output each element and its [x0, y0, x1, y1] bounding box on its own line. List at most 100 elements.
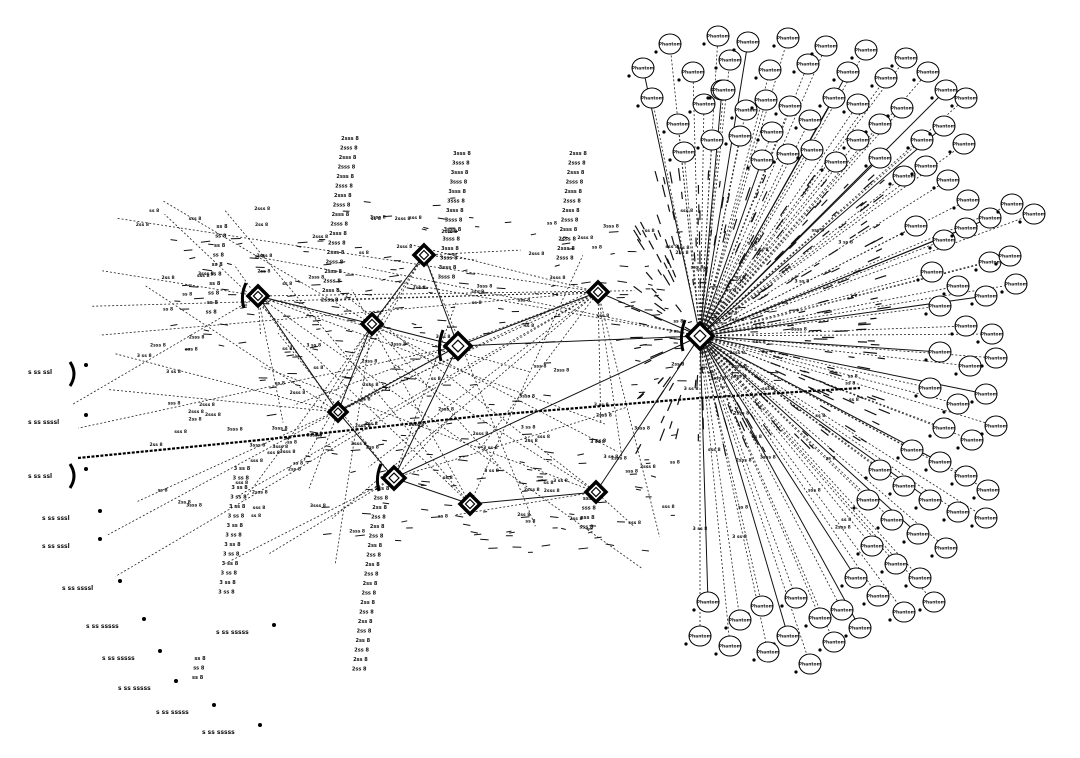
column-label: 3 ss 8: [231, 485, 248, 491]
node-dot: [842, 146, 846, 150]
column-label: 2sss 8: [324, 269, 342, 275]
edge-tick: [633, 229, 642, 242]
edge-label: 2sss 8: [395, 216, 411, 222]
edge-line: [699, 335, 843, 611]
edge-tick: [838, 222, 847, 229]
node-dot: [818, 104, 822, 108]
column-label: 2ss 8: [355, 638, 370, 644]
phantom-node: Phantom: [994, 245, 1022, 267]
edge-label: ss 8: [282, 281, 292, 287]
side-label: s ss sssl: [42, 543, 70, 550]
phantom-node: Phantom: [974, 207, 1002, 229]
edge-line: [699, 227, 967, 337]
column-label: 3 ss 8: [229, 504, 246, 510]
edge-tick: [653, 377, 659, 380]
phantom-node: Phantom: [890, 47, 918, 69]
edge-tick: [760, 395, 769, 403]
edge-label: 2sss 8: [733, 411, 749, 417]
edge-tick: [350, 449, 361, 452]
edge-label: 3sss 8: [272, 444, 288, 450]
edge-tick: [776, 229, 784, 239]
edge-line: [264, 257, 701, 337]
edge-line: [236, 291, 599, 498]
edge-tick: [734, 243, 741, 254]
phantom-node: Phantom: [724, 125, 752, 147]
edge-tick: [758, 293, 769, 301]
edge-tick: [483, 332, 492, 335]
edge-tick: [819, 404, 831, 413]
edge-label: sss 8: [665, 244, 678, 250]
phantom-label: Phantom: [1005, 282, 1028, 288]
phantom-node: Phantom: [714, 49, 742, 71]
edge-line: [699, 45, 827, 337]
column-label: 2ss 8: [361, 591, 376, 597]
edge-label: sss 8: [762, 386, 775, 392]
edge-tick: [292, 356, 303, 358]
node-dot: [714, 66, 718, 70]
column-label: 3sss 8: [448, 189, 466, 195]
edge-tick: [783, 328, 794, 331]
edge-tick: [875, 248, 883, 253]
edge-line: [699, 335, 821, 619]
node-dot: [794, 126, 798, 130]
edge-tick: [848, 356, 855, 359]
phantom-node: Phantom: [924, 451, 952, 473]
edge-tick: [518, 482, 527, 485]
edge-label: 2sss 8: [188, 409, 204, 415]
edge-tick: [778, 352, 789, 356]
edge-tick: [383, 215, 393, 218]
column-label: 2sss 8: [332, 212, 350, 218]
edge-line: [407, 243, 599, 293]
edge-tick: [395, 280, 403, 283]
edge-line: [699, 335, 789, 637]
edge-tick: [421, 228, 427, 231]
edge-tick: [877, 306, 892, 310]
phantom-node: Phantom: [912, 61, 940, 83]
phantom-label: Phantom: [953, 142, 976, 148]
phantom-node: Phantom: [930, 537, 958, 559]
edge-tick: [867, 256, 881, 263]
phantom-label: Phantom: [947, 510, 970, 516]
edge-tick: [760, 350, 768, 354]
node-dot: [876, 526, 880, 530]
edge-label: sss 8: [680, 208, 693, 214]
edge-tick: [521, 490, 528, 492]
edge-tick: [344, 296, 351, 299]
phantom-node: Phantom: [886, 97, 914, 119]
edge-label: 2ss 8: [188, 417, 201, 423]
edge-tick: [745, 187, 751, 201]
node-dot: [904, 584, 908, 588]
edge-tick: [608, 231, 619, 233]
edge-tick: [857, 395, 864, 400]
edge-tick: [720, 326, 731, 331]
column-label: 2sss 8: [563, 199, 581, 205]
edge-label: ss 8: [596, 438, 606, 444]
edge-tick: [545, 458, 552, 461]
edge-label: sss 8: [628, 520, 641, 526]
phantom-label: Phantom: [1001, 202, 1024, 208]
edge-tick: [647, 283, 653, 286]
phantom-label: Phantom: [855, 48, 878, 54]
phantom-node: Phantom: [930, 79, 958, 101]
node-dot: [627, 74, 631, 78]
edge-line: [699, 335, 997, 427]
edge-label: ss 8: [371, 216, 381, 222]
edge-label: sss 8: [267, 450, 280, 456]
phantom-node: Phantom: [914, 489, 942, 511]
edge-tick: [624, 305, 634, 308]
phantom-label: Phantom: [755, 98, 778, 104]
phantom-node: Phantom: [896, 439, 924, 461]
edge-tick: [594, 536, 602, 539]
edge-tick: [309, 345, 318, 349]
edge-label: 2sss 8: [254, 206, 270, 212]
edge-tick: [551, 284, 556, 287]
node-dot: [924, 312, 928, 316]
node-dot: [774, 112, 778, 116]
node-dot: [692, 608, 696, 612]
column-label: 3 ss 8: [222, 561, 239, 567]
phantom-label: Phantom: [961, 438, 984, 444]
edge-tick: [437, 217, 447, 220]
phantom-label: Phantom: [823, 640, 846, 646]
column-label: 3sss 8: [445, 218, 463, 224]
edge-tick: [806, 174, 816, 187]
